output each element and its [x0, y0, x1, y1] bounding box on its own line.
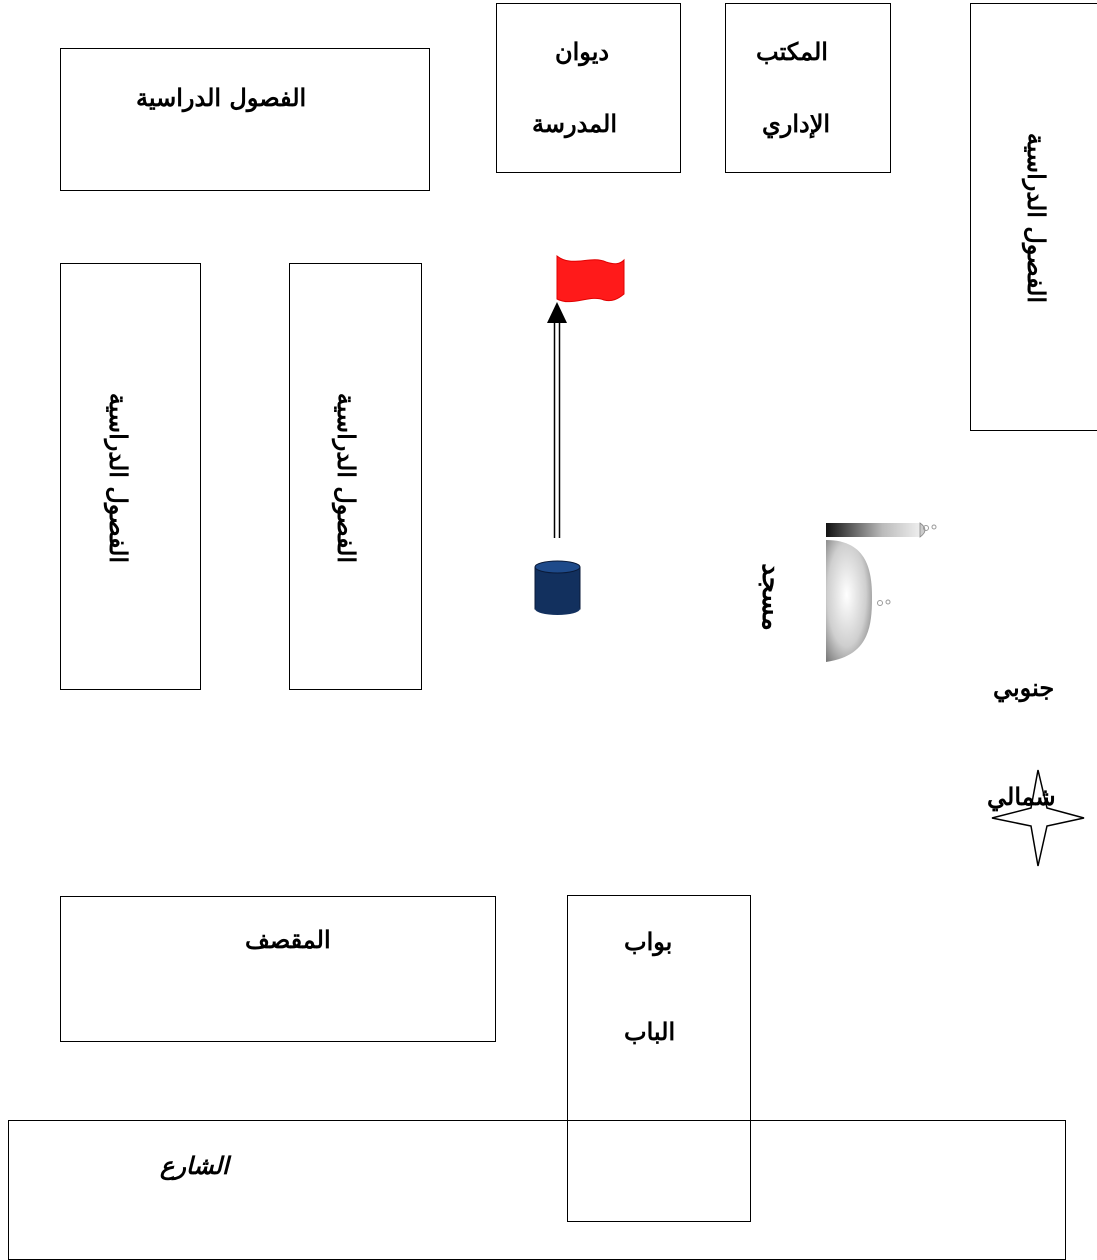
- school-diwan: [496, 3, 681, 173]
- administrative-office: [725, 3, 891, 173]
- gatekeeper-booth: [567, 895, 751, 1222]
- administrative-office-label-line2: الإداري: [762, 109, 831, 138]
- classrooms-top-left-label: الفصول الدراسية: [136, 83, 307, 112]
- cafeteria-label: المقصف: [245, 925, 331, 954]
- classrooms-left-1: [60, 263, 201, 690]
- north-label: شمالي: [987, 782, 1056, 811]
- classrooms-left-2: [289, 263, 422, 690]
- school-diwan-label-line1: ديوان: [555, 37, 610, 66]
- classrooms-right: [970, 3, 1097, 431]
- gatekeeper-label: بواب: [624, 927, 673, 956]
- south-label: جنوبي: [993, 673, 1055, 702]
- gate-label: الباب: [624, 1017, 676, 1046]
- administrative-office-label-line1: المكتب: [756, 37, 828, 66]
- cafeteria: [60, 896, 496, 1042]
- classrooms-top-left: [60, 48, 430, 191]
- street-label: الشارع: [160, 1151, 229, 1180]
- street: [8, 1120, 1066, 1260]
- school-diwan-label-line2: المدرسة: [532, 109, 618, 138]
